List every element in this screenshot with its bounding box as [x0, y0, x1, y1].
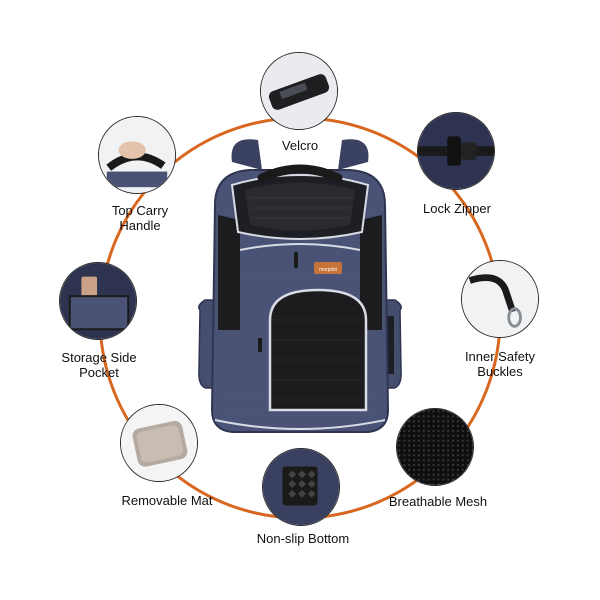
phone-pocket-icon — [60, 263, 136, 339]
feature-label-line: Breathable Mesh — [388, 494, 488, 509]
feature-label-inner-safety-buckles: Inner Safety Buckles — [452, 349, 548, 379]
feature-label-storage-side-pocket: Storage Side Pocket — [52, 350, 146, 380]
velcro-thumbnail — [260, 52, 338, 130]
feature-label-line: Storage Side — [61, 350, 137, 365]
feature-label-velcro: Velcro — [270, 138, 330, 153]
feature-label-line: Pocket — [79, 365, 119, 380]
feature-label-line: Velcro — [281, 138, 319, 153]
feature-label-breathable-mesh: Breathable Mesh — [380, 494, 496, 509]
mat-icon — [121, 405, 197, 481]
feature-label-removable-mat: Removable Mat — [112, 493, 222, 508]
svg-text:morpilot: morpilot — [319, 267, 337, 273]
non-slip-bottom-thumbnail — [262, 448, 340, 526]
feature-label-line: Handle — [119, 218, 161, 233]
feature-label-line: Top Carry — [111, 203, 169, 218]
breathable-mesh-thumbnail — [396, 408, 474, 486]
inner-safety-buckles-thumbnail — [461, 260, 539, 338]
top-carry-handle-thumbnail — [98, 116, 176, 194]
leash-clip-icon — [462, 261, 538, 337]
lock-zipper-thumbnail — [417, 112, 495, 190]
velcro-strap-icon — [261, 53, 337, 129]
zipper-icon — [418, 113, 494, 189]
rubber-feet-icon — [263, 449, 339, 525]
feature-label-lock-zipper: Lock Zipper — [410, 201, 504, 216]
mesh-icon — [397, 409, 473, 485]
feature-label-line: Removable Mat — [121, 493, 213, 508]
feature-label-line: Lock Zipper — [423, 201, 491, 216]
feature-label-line: Non-slip Bottom — [256, 531, 350, 546]
removable-mat-thumbnail — [120, 404, 198, 482]
storage-side-pocket-thumbnail — [59, 262, 137, 340]
feature-label-top-carry-handle: Top Carry Handle — [100, 203, 180, 233]
feature-label-line: Buckles — [477, 364, 523, 379]
hand-handle-icon — [99, 117, 175, 193]
feature-label-line: Inner Safety — [464, 349, 536, 364]
feature-label-non-slip-bottom: Non-slip Bottom — [248, 531, 358, 546]
